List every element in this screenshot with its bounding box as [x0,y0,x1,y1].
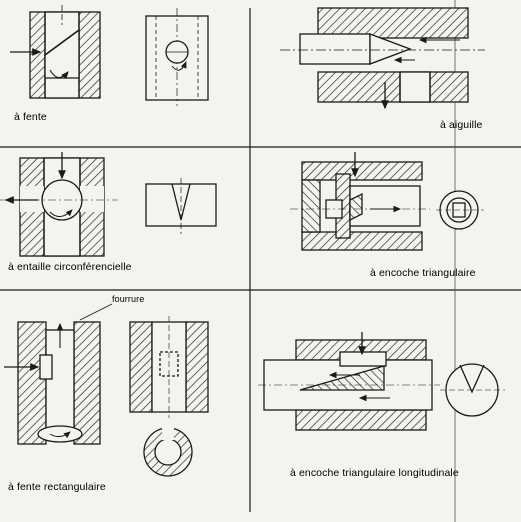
caption-entaille: à entaille circonférencielle [8,261,132,273]
diagram-fente [10,5,209,106]
diagram-aiguille [280,7,485,110]
caption-fente: à fente [14,111,47,123]
diagram-encoche-long [258,332,505,431]
caption-fente-rect: à fente rectangulaire [8,481,106,493]
label-fourrure: fourrure [112,294,144,304]
caption-aiguille: à aiguille [440,119,483,131]
diagram-entaille [0,152,217,257]
diagram-encoche [290,152,484,251]
caption-encoche: à encoche triangulaire [370,267,476,279]
caption-encoche-long: à encoche triangulaire longitudinale [290,467,459,479]
diagram-fente-rect [4,303,209,477]
